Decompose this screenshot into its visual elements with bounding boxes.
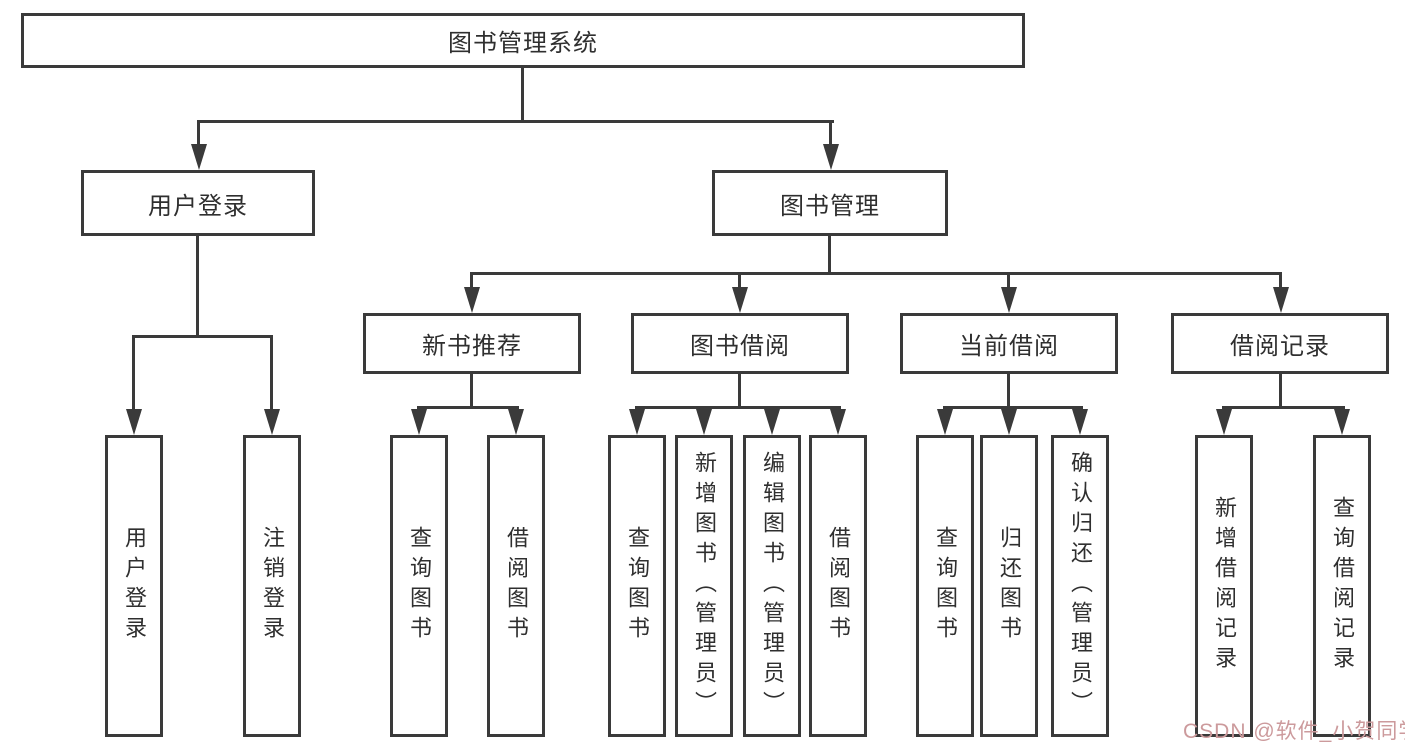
arrowhead-down-icon	[1001, 287, 1017, 313]
node-label: 借阅图书	[504, 526, 529, 646]
node-new-book-recommendation: 新书推荐	[363, 313, 581, 374]
arrowhead-down-icon	[411, 409, 427, 435]
node-label: 用户登录	[122, 526, 147, 646]
node-label: 借阅图书	[826, 526, 851, 646]
leaf-current-query-books: 查询图书	[916, 435, 974, 737]
leaf-recommend-borrow-books: 借阅图书	[487, 435, 545, 737]
leaf-records-query-record: 查询借阅记录	[1313, 435, 1371, 737]
node-label: 新增图书（管理员）	[692, 451, 717, 721]
arrowhead-down-icon	[464, 287, 480, 313]
arrowhead-down-icon	[764, 409, 780, 435]
arrowhead-down-icon	[508, 409, 524, 435]
node-label: 查询图书	[625, 526, 650, 646]
node-label: 图书借阅	[690, 333, 790, 360]
leaf-current-confirm-return-admin: 确认归还（管理员）	[1051, 435, 1109, 737]
connector-line	[1007, 374, 1010, 409]
node-label: 新增借阅记录	[1212, 496, 1237, 676]
node-label: 用户登录	[148, 192, 248, 220]
arrowhead-down-icon	[1001, 409, 1017, 435]
connector-line	[943, 406, 1083, 409]
node-label: 查询借阅记录	[1330, 496, 1355, 676]
node-current-borrowing: 当前借阅	[900, 313, 1118, 374]
leaf-borrow-query-books: 查询图书	[608, 435, 666, 737]
connector-line	[1279, 374, 1282, 409]
node-library-system: 图书管理系统	[21, 13, 1025, 68]
connector-line	[132, 335, 135, 413]
arrowhead-down-icon	[264, 409, 280, 435]
connector-line	[197, 120, 200, 148]
connector-line	[197, 120, 834, 123]
connector-line	[828, 236, 831, 275]
leaf-borrow-borrow-books: 借阅图书	[809, 435, 867, 737]
connector-line	[1279, 272, 1282, 290]
leaf-logout: 注销登录	[243, 435, 301, 737]
arrowhead-down-icon	[1072, 409, 1088, 435]
arrowhead-down-icon	[126, 409, 142, 435]
leaf-borrow-edit-books-admin: 编辑图书（管理员）	[743, 435, 801, 737]
connector-line	[470, 272, 1282, 275]
arrowhead-down-icon	[629, 409, 645, 435]
node-user-login: 用户登录	[81, 170, 315, 236]
node-label: 确认归还（管理员）	[1068, 451, 1093, 721]
arrowhead-down-icon	[830, 409, 846, 435]
connector-line	[1007, 272, 1010, 290]
leaf-records-add-record: 新增借阅记录	[1195, 435, 1253, 737]
leaf-borrow-add-books-admin: 新增图书（管理员）	[675, 435, 733, 737]
connector-line	[470, 374, 473, 409]
arrowhead-down-icon	[1334, 409, 1350, 435]
connector-line	[738, 374, 741, 409]
arrowhead-down-icon	[191, 144, 207, 170]
node-label: 新书推荐	[422, 333, 522, 360]
node-label: 查询图书	[407, 526, 432, 646]
node-book-borrowing: 图书借阅	[631, 313, 849, 374]
connector-line	[829, 120, 832, 148]
connector-line	[470, 272, 473, 290]
node-label: 归还图书	[997, 526, 1022, 646]
arrowhead-down-icon	[732, 287, 748, 313]
connector-line	[417, 406, 519, 409]
connector-line	[270, 335, 273, 413]
node-label: 当前借阅	[959, 333, 1059, 360]
connector-line	[738, 272, 741, 290]
arrowhead-down-icon	[696, 409, 712, 435]
connector-line	[635, 406, 841, 409]
connector-line	[521, 68, 524, 122]
leaf-recommend-query-books: 查询图书	[390, 435, 448, 737]
connector-line	[132, 335, 273, 338]
node-book-management: 图书管理	[712, 170, 948, 236]
node-label: 图书管理	[780, 192, 880, 220]
node-borrowing-records: 借阅记录	[1171, 313, 1389, 374]
csdn-watermark: CSDN @软件_小贺同学	[1183, 720, 1405, 743]
node-label: 查询图书	[933, 526, 958, 646]
node-label: 注销登录	[260, 526, 285, 646]
leaf-current-return-books: 归还图书	[980, 435, 1038, 737]
arrowhead-down-icon	[823, 144, 839, 170]
connector-line	[1222, 406, 1345, 409]
arrowhead-down-icon	[1216, 409, 1232, 435]
node-label: 编辑图书（管理员）	[760, 451, 785, 721]
leaf-login: 用户登录	[105, 435, 163, 737]
node-label: 借阅记录	[1230, 333, 1330, 360]
node-label: 图书管理系统	[448, 30, 598, 57]
connector-line	[196, 236, 199, 338]
arrowhead-down-icon	[1273, 287, 1289, 313]
arrowhead-down-icon	[937, 409, 953, 435]
